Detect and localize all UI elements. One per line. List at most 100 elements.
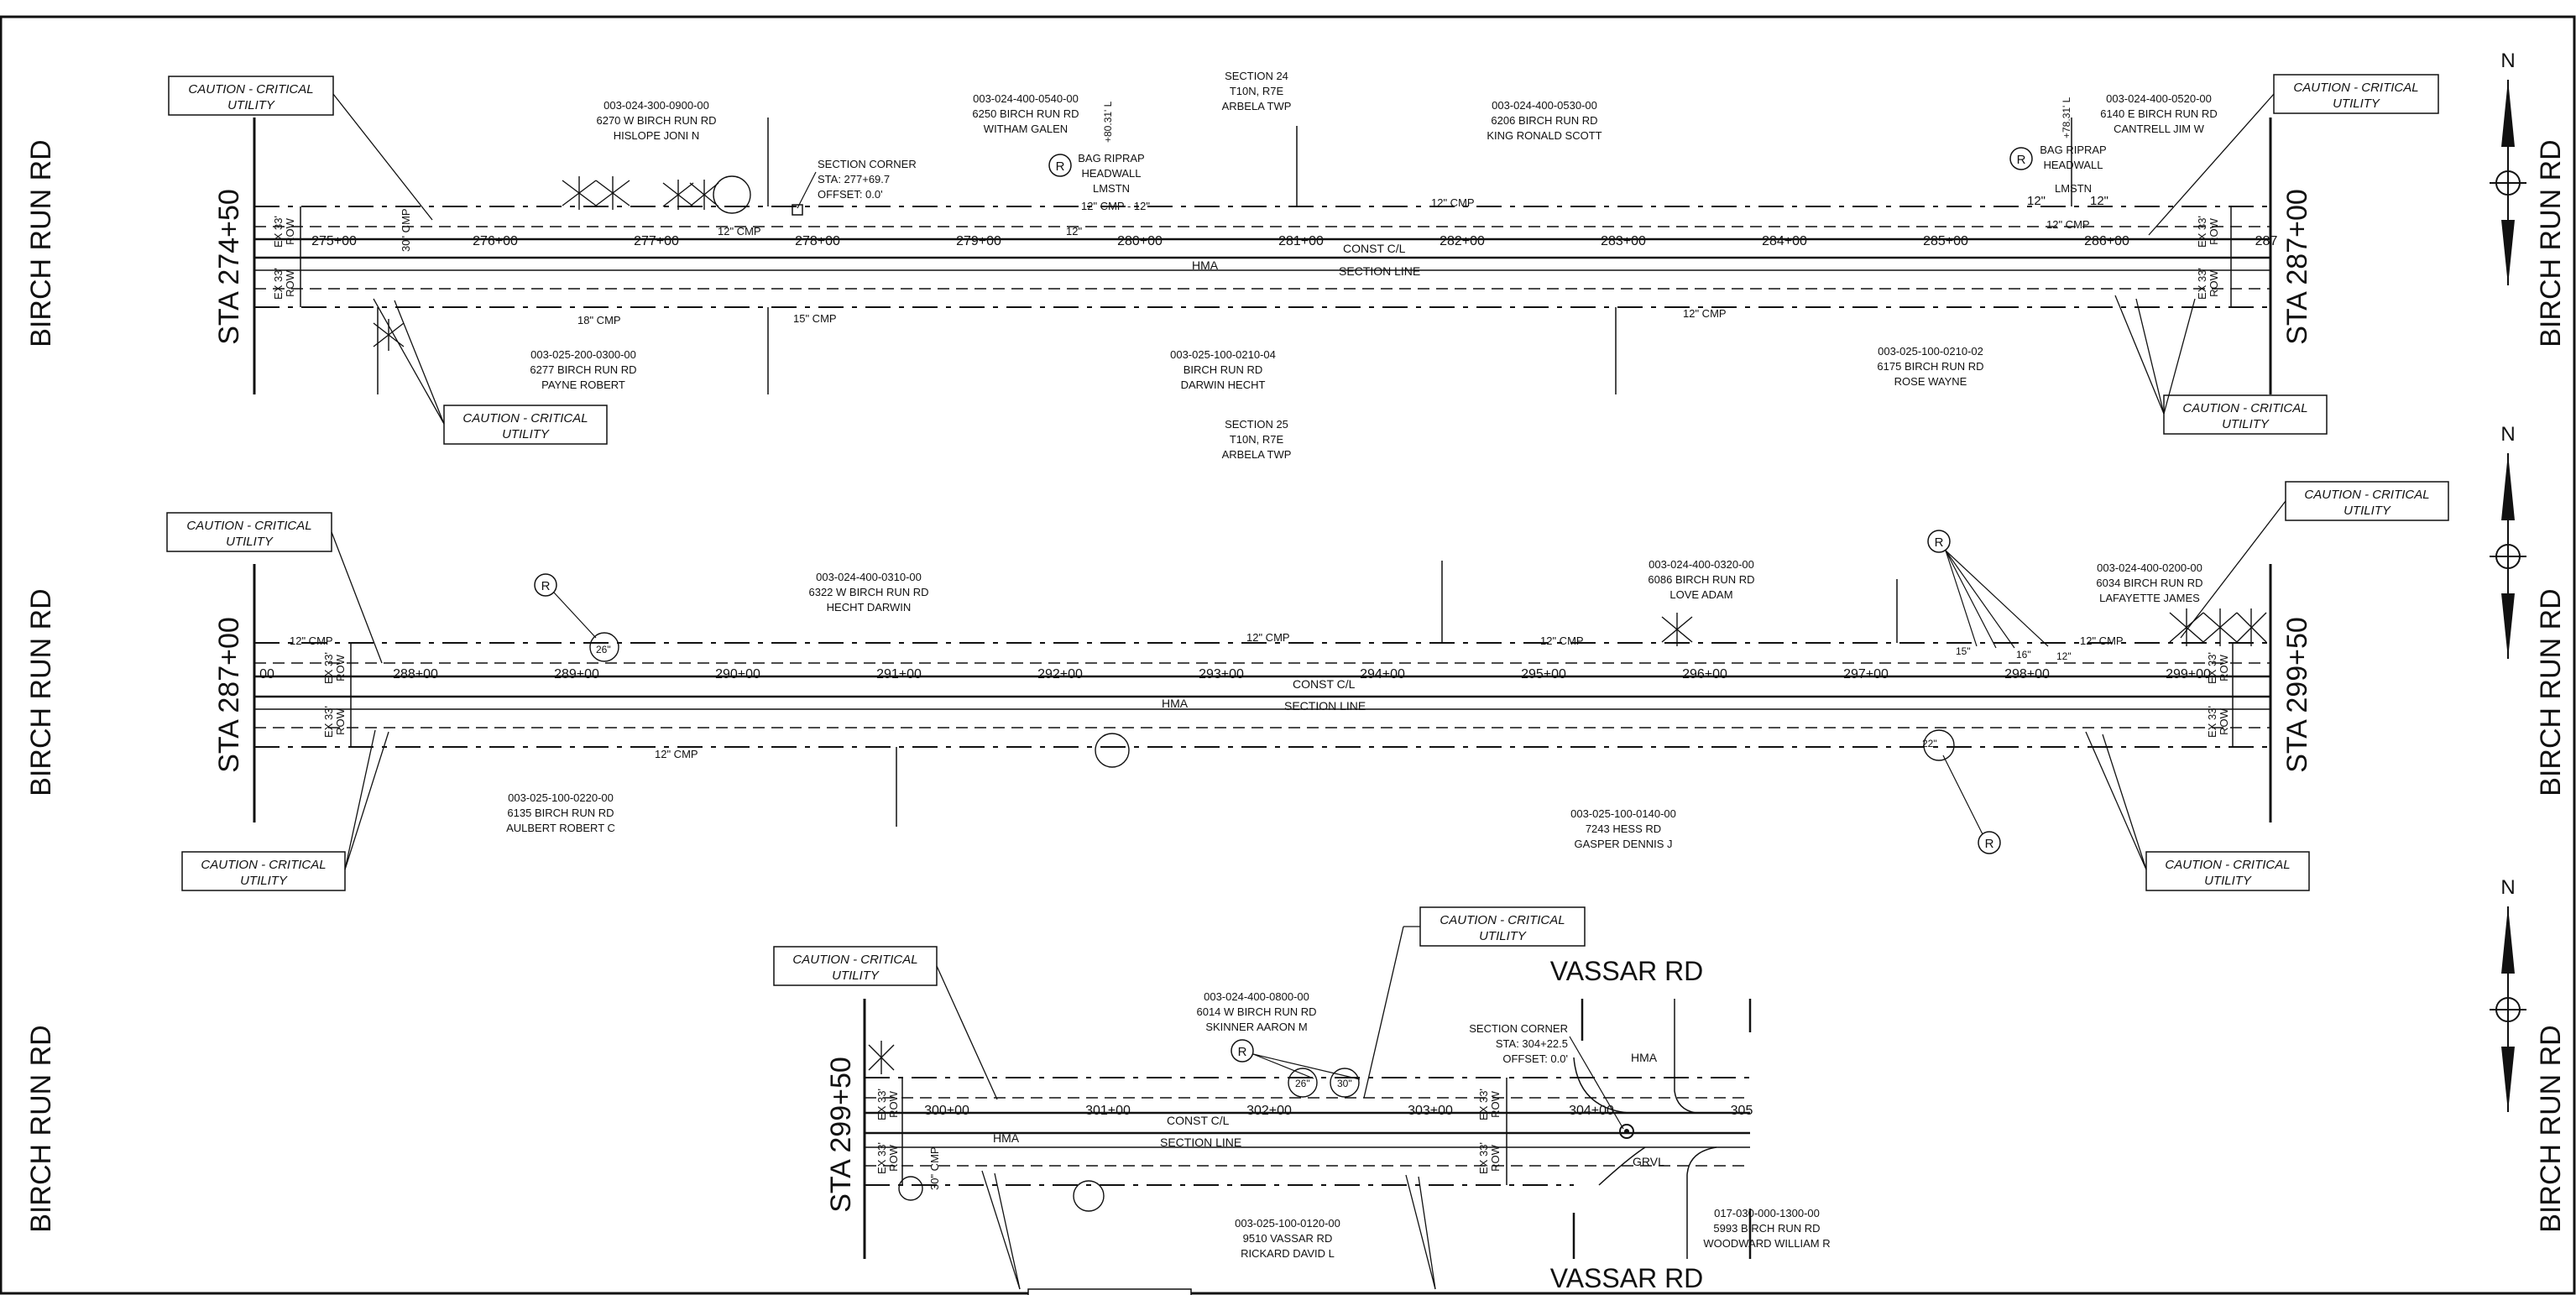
svg-text:PAYNE ROBERT: PAYNE ROBERT	[541, 379, 625, 391]
station-label: 295+00	[1521, 667, 1566, 681]
svg-text:ROW: ROW	[887, 1144, 900, 1172]
plan-panel-1: STA 274+50 STA 287+00 HMA CONST C/L SECT…	[168, 70, 2439, 461]
station-start-label: STA 299+50	[825, 1057, 857, 1213]
caution-callout: CAUTION - CRITICAL UTILITY	[773, 946, 998, 1100]
svg-text:CAUTION - CRITICAL: CAUTION - CRITICAL	[2293, 81, 2418, 95]
parcel-label: 003-024-400-0800-00 6014 W BIRCH RUN RD …	[1196, 990, 1316, 1033]
svg-text:WITHAM GALEN: WITHAM GALEN	[984, 123, 1068, 135]
svg-text:ROW: ROW	[334, 708, 347, 735]
section-corner-note: SECTION CORNER STA: 277+69.7 OFFSET: 0.0…	[818, 158, 917, 201]
pipe-label: 12"	[2090, 194, 2108, 208]
station-label: 284+00	[1762, 234, 1807, 248]
station-label: 301+00	[1085, 1104, 1131, 1118]
riprap-marker: R	[1923, 729, 2001, 854]
svg-text:EX 33': EX 33'	[875, 1089, 888, 1120]
road-name-left-1: BIRCH RUN RD	[25, 139, 57, 347]
station-label: 277+00	[634, 234, 679, 248]
svg-text:5993 BIRCH RUN RD: 5993 BIRCH RUN RD	[1713, 1222, 1820, 1235]
svg-text:UTILITY: UTILITY	[832, 969, 880, 983]
svg-text:6277 BIRCH RUN RD: 6277 BIRCH RUN RD	[530, 363, 636, 376]
svg-text:ROW: ROW	[334, 654, 347, 681]
section-line-label: SECTION LINE	[1339, 264, 1420, 278]
svg-text:017-030-000-1300-00: 017-030-000-1300-00	[1714, 1207, 1820, 1219]
svg-text:7243 HESS RD: 7243 HESS RD	[1586, 822, 1661, 835]
station-label: 296+00	[1682, 667, 1727, 681]
svg-text:AULBERT ROBERT C: AULBERT ROBERT C	[506, 822, 615, 834]
caution-callout: CAUTION - CRITICAL UTILITY	[2114, 295, 2328, 435]
pipe-label: 30"	[1337, 1078, 1352, 1089]
caution-callout: CAUTION - CRITICAL UTILITY	[373, 298, 608, 445]
parcel-label: 003-025-100-0220-00 6135 BIRCH RUN RD AU…	[506, 791, 615, 834]
station-label: 275+00	[311, 234, 357, 248]
svg-text:LAFAYETTE JAMES: LAFAYETTE JAMES	[2099, 592, 2200, 604]
svg-text:003-024-400-0800-00: 003-024-400-0800-00	[1204, 990, 1309, 1003]
pipe-label: 12" CMP	[718, 225, 761, 238]
svg-text:EX 33': EX 33'	[875, 1142, 888, 1174]
pipe-label: 30" CMP	[928, 1146, 941, 1190]
svg-text:EX 33': EX 33'	[322, 652, 335, 684]
road-name-right-3: BIRCH RUN RD	[2535, 1025, 2567, 1232]
svg-text:ROW: ROW	[284, 217, 296, 245]
svg-text:003-025-100-0210-02: 003-025-100-0210-02	[1878, 345, 1983, 358]
svg-text:CAUTION - CRITICAL: CAUTION - CRITICAL	[462, 411, 588, 426]
row-label: EX 33' ROW	[2206, 706, 2230, 738]
svg-text:ROW: ROW	[1489, 1090, 1502, 1118]
svg-text:OFFSET: 0.0': OFFSET: 0.0'	[1502, 1052, 1568, 1065]
svg-text:6140 E BIRCH RUN RD: 6140 E BIRCH RUN RD	[2100, 107, 2217, 120]
section-line-label: SECTION LINE	[1160, 1136, 1241, 1149]
pipe-label: 12" CMP	[1683, 307, 1727, 320]
station-label: 298+00	[2004, 667, 2050, 681]
svg-text:R: R	[2017, 153, 2026, 167]
pipe-label: 30" CMP	[400, 208, 412, 252]
station-label: 300+00	[924, 1104, 969, 1118]
pipe-label: 15"	[1956, 645, 1971, 657]
svg-text:ROW: ROW	[2218, 654, 2230, 681]
riprap-marker: R	[534, 573, 619, 662]
svg-text:UTILITY: UTILITY	[2222, 417, 2270, 431]
north-arrow-icon: N	[2490, 50, 2526, 285]
svg-text:SECTION CORNER: SECTION CORNER	[818, 158, 917, 170]
svg-text:CAUTION - CRITICAL: CAUTION - CRITICAL	[188, 82, 313, 97]
svg-text:R: R	[1238, 1045, 1247, 1059]
svg-text:6322 W BIRCH RUN RD: 6322 W BIRCH RUN RD	[808, 586, 928, 598]
hma-label: HMA	[1631, 1051, 1658, 1064]
pipe-label: 12" CMP	[1540, 634, 1584, 647]
row-label: EX 33' ROW	[2196, 216, 2220, 248]
svg-text:R: R	[1056, 159, 1065, 174]
parcel-label: 017-030-000-1300-00 5993 BIRCH RUN RD WO…	[1703, 1207, 1830, 1250]
svg-text:EX 33': EX 33'	[272, 216, 285, 248]
svg-text:HECHT DARWIN: HECHT DARWIN	[827, 601, 912, 614]
plan-panel-3: STA 299+50 HMA CONST C/L SECTION LINE HM…	[773, 906, 1831, 1295]
station-label: 294+00	[1360, 667, 1405, 681]
station-label: 304+00	[1569, 1104, 1614, 1118]
riprap-marker: R	[2009, 147, 2033, 170]
svg-text:EX 33': EX 33'	[1477, 1142, 1490, 1174]
svg-text:T10N, R7E: T10N, R7E	[1230, 433, 1284, 446]
pipe-label: 12" CMP	[290, 634, 333, 647]
svg-text:003-024-300-0900-00: 003-024-300-0900-00	[604, 99, 709, 112]
svg-text:003-025-100-0140-00: 003-025-100-0140-00	[1570, 807, 1676, 820]
svg-text:003-024-400-0200-00: 003-024-400-0200-00	[2097, 561, 2202, 574]
cross-road-label: VASSAR RD	[1550, 1263, 1704, 1293]
svg-text:003-024-400-0310-00: 003-024-400-0310-00	[816, 571, 922, 583]
svg-text:6206 BIRCH RUN RD: 6206 BIRCH RUN RD	[1491, 114, 1597, 127]
tree-icon	[868, 1041, 895, 1074]
parcel-label: 003-024-400-0530-00 6206 BIRCH RUN RD KI…	[1487, 99, 1602, 142]
station-label: 278+00	[795, 234, 840, 248]
station-label: 283+00	[1601, 234, 1646, 248]
svg-text:SECTION CORNER: SECTION CORNER	[1469, 1022, 1568, 1035]
station-label: 290+00	[715, 667, 760, 681]
const-cl-label: CONST C/L	[1167, 1114, 1230, 1127]
station-label: 292+00	[1037, 667, 1083, 681]
svg-text:STA: 304+22.5: STA: 304+22.5	[1496, 1037, 1568, 1050]
road-name-right-1: BIRCH RUN RD	[2535, 139, 2567, 347]
const-cl-label: CONST C/L	[1293, 677, 1356, 691]
svg-text:EX 33': EX 33'	[2196, 216, 2208, 248]
row-label: EX 33' ROW	[272, 216, 296, 248]
pipe-label: 16"	[2016, 649, 2031, 661]
svg-text:003-025-100-0220-00: 003-025-100-0220-00	[508, 791, 614, 804]
svg-text:N: N	[2500, 423, 2515, 446]
section-line-label: SECTION LINE	[1284, 699, 1366, 713]
parcel-label: SECTION 24 T10N, R7E ARBELA TWP	[1222, 70, 1292, 112]
station-label: 289+00	[554, 667, 599, 681]
